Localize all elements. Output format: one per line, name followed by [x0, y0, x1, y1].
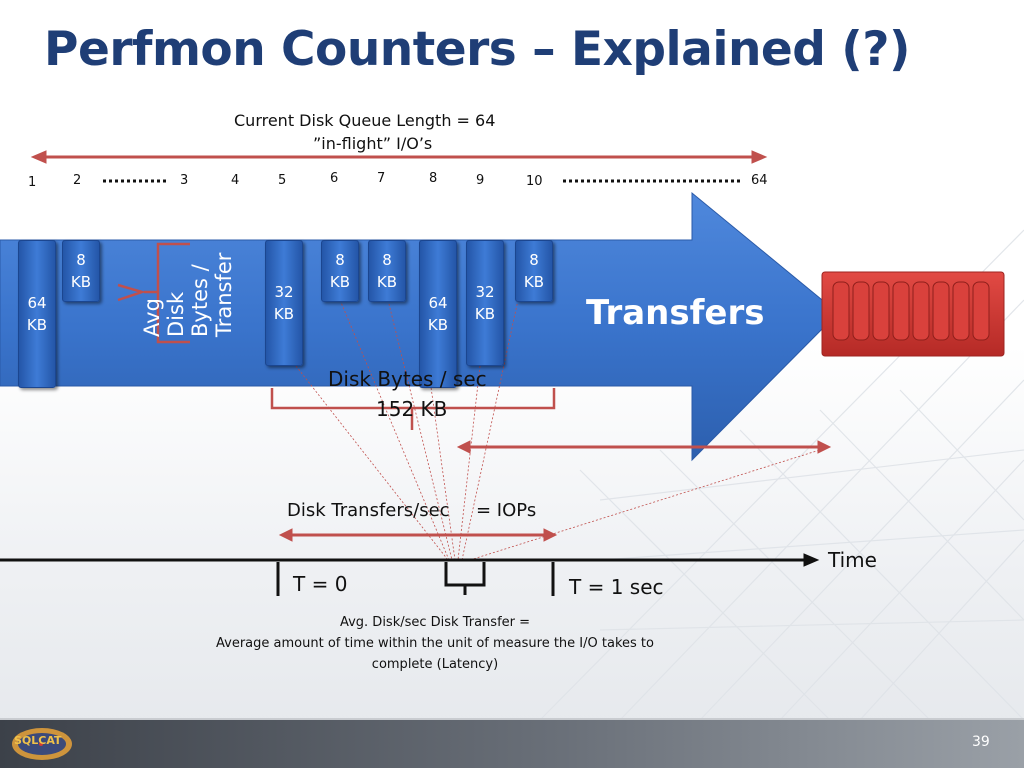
sqlcat-logo: [12, 728, 72, 760]
slide-title: Perfmon Counters – Explained (?): [44, 22, 911, 77]
queue-number: 64: [751, 173, 768, 188]
queue-number: 3: [180, 173, 189, 188]
iops-label: = IOPs: [476, 500, 537, 521]
queue-number: 2: [73, 173, 82, 188]
latency-description: Avg. Disk/sec Disk Transfer = Average am…: [216, 615, 654, 672]
timeline-arrow: [0, 553, 820, 567]
disk-transfers-label: Disk Transfers/sec: [287, 500, 450, 521]
queue-number: 10: [526, 174, 543, 189]
queue-number: 1: [28, 175, 37, 190]
avg-disk-bytes-label: Avg Disk Bytes / Transfer: [140, 252, 236, 338]
queue-number: 6: [330, 171, 339, 186]
sqlcat-logo-text: SQLCAT: [14, 734, 62, 747]
avg-brace: [144, 242, 190, 344]
disk-bytes-value: 152 KB: [376, 397, 448, 421]
queue-number: 4: [231, 173, 240, 188]
page-number: 39: [972, 734, 990, 750]
latency-bracket: [444, 562, 486, 587]
queue-double-arrow: [30, 150, 768, 164]
queue-number: 8: [429, 171, 438, 186]
t0-label: T = 0: [293, 572, 348, 596]
disk-array-icon: [821, 271, 1005, 357]
t1-label: T = 1 sec: [569, 575, 664, 599]
inflight-label: ”in-flight” I/O’s: [313, 134, 433, 153]
disk-bytes-label: Disk Bytes / sec: [328, 367, 487, 391]
transfers-double-arrow: [278, 528, 558, 542]
queue-number: 7: [377, 171, 386, 186]
footer-bar: [0, 720, 1024, 768]
queue-number: 5: [278, 173, 287, 188]
queue-length-label: Current Disk Queue Length = 64: [234, 111, 496, 130]
transfers-label: Transfers: [586, 293, 765, 333]
footer-divider: [0, 718, 1024, 720]
queue-number: 9: [476, 173, 485, 188]
time-label: Time: [828, 548, 877, 572]
disk-double-arrow: [456, 440, 832, 454]
